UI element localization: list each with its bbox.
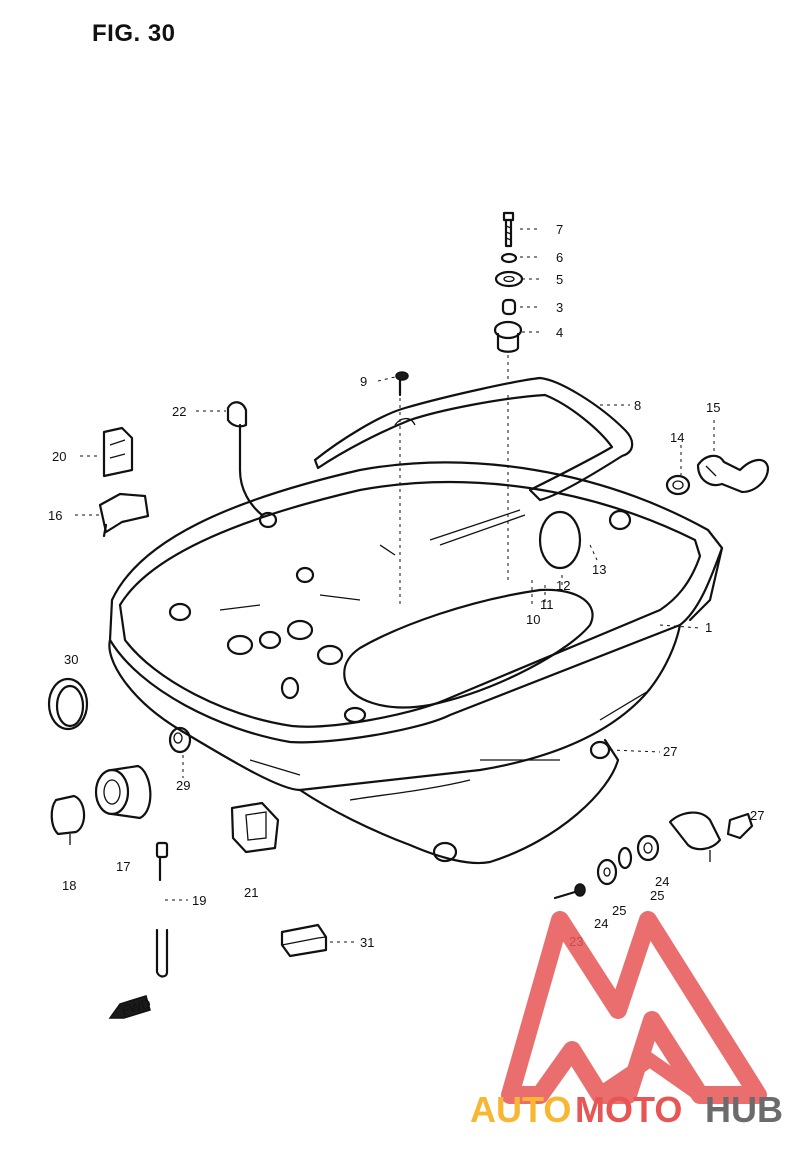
callout-24-right: 24 — [655, 874, 669, 889]
washer-5 — [494, 270, 524, 288]
callout-25-right: 25 — [650, 888, 664, 903]
callout-25-right-top: 27 — [663, 744, 677, 759]
watermark-logo-mark — [501, 911, 767, 1104]
callout-29: 29 — [176, 778, 190, 793]
callout-15: 15 — [706, 400, 720, 415]
callout-25-left: 25 — [612, 903, 626, 918]
grommet-29 — [168, 726, 192, 754]
bracket-16 — [98, 492, 150, 538]
nut-6 — [500, 252, 518, 264]
watermark-text-hub: HUB — [705, 1089, 783, 1130]
fitting-14 — [665, 474, 691, 496]
callout-21: 21 — [244, 885, 258, 900]
callout-8: 8 — [634, 398, 641, 413]
bracket-27 — [668, 811, 754, 862]
callout-27: 27 — [750, 808, 764, 823]
callout-4: 4 — [556, 325, 563, 340]
callout-5: 5 — [556, 272, 563, 287]
watermark-text-auto: AUTO — [470, 1089, 571, 1130]
handle-frame — [313, 376, 634, 502]
callout-22: 22 — [172, 404, 186, 419]
bushing-24-right — [636, 834, 660, 862]
callout-12: 12 — [556, 578, 570, 593]
screw-23 — [553, 883, 586, 900]
washer-24-left — [596, 858, 618, 886]
callout-17: 17 — [116, 859, 130, 874]
callout-16: 16 — [48, 508, 62, 523]
guide-18 — [50, 794, 86, 845]
figure-title: FIG. 30 — [92, 20, 176, 47]
bottom-cowling — [108, 461, 724, 865]
fwd-label: FWD — [120, 996, 152, 1018]
leader-lines — [75, 228, 715, 943]
callout-30: 30 — [64, 652, 78, 667]
callout-9: 9 — [360, 374, 367, 389]
callout-14: 14 — [670, 430, 684, 445]
callout-10: 10 — [526, 612, 540, 627]
pad-31 — [280, 923, 328, 958]
bracket-20 — [102, 426, 134, 478]
bolt-7 — [502, 211, 515, 248]
screw-9 — [395, 371, 409, 397]
seal-17 — [94, 764, 152, 820]
callout-11: 11 — [540, 597, 554, 612]
callout-7: 7 — [556, 222, 563, 237]
callout-6: 6 — [556, 250, 563, 265]
watermark-text-moto: MOTO — [575, 1089, 682, 1130]
plug-30 — [47, 677, 89, 731]
callout-24-left: 24 — [594, 916, 608, 931]
callout-19: 19 — [192, 893, 206, 908]
callout-31: 31 — [360, 935, 374, 950]
collar-3 — [501, 298, 517, 316]
grommet-4 — [493, 320, 523, 353]
callout-3: 3 — [556, 300, 563, 315]
automotohub-watermark — [501, 911, 767, 1104]
callout-1: 1 — [705, 620, 712, 635]
callout-20: 20 — [52, 449, 66, 464]
callout-18: 18 — [62, 878, 76, 893]
mount-21 — [230, 801, 280, 854]
callout-13: 13 — [592, 562, 606, 577]
washer-25 — [617, 846, 633, 870]
rod-19 — [155, 841, 169, 978]
hose-15 — [696, 454, 770, 494]
cable-22 — [226, 401, 278, 529]
fwd-arrow: FWD — [108, 995, 152, 1019]
